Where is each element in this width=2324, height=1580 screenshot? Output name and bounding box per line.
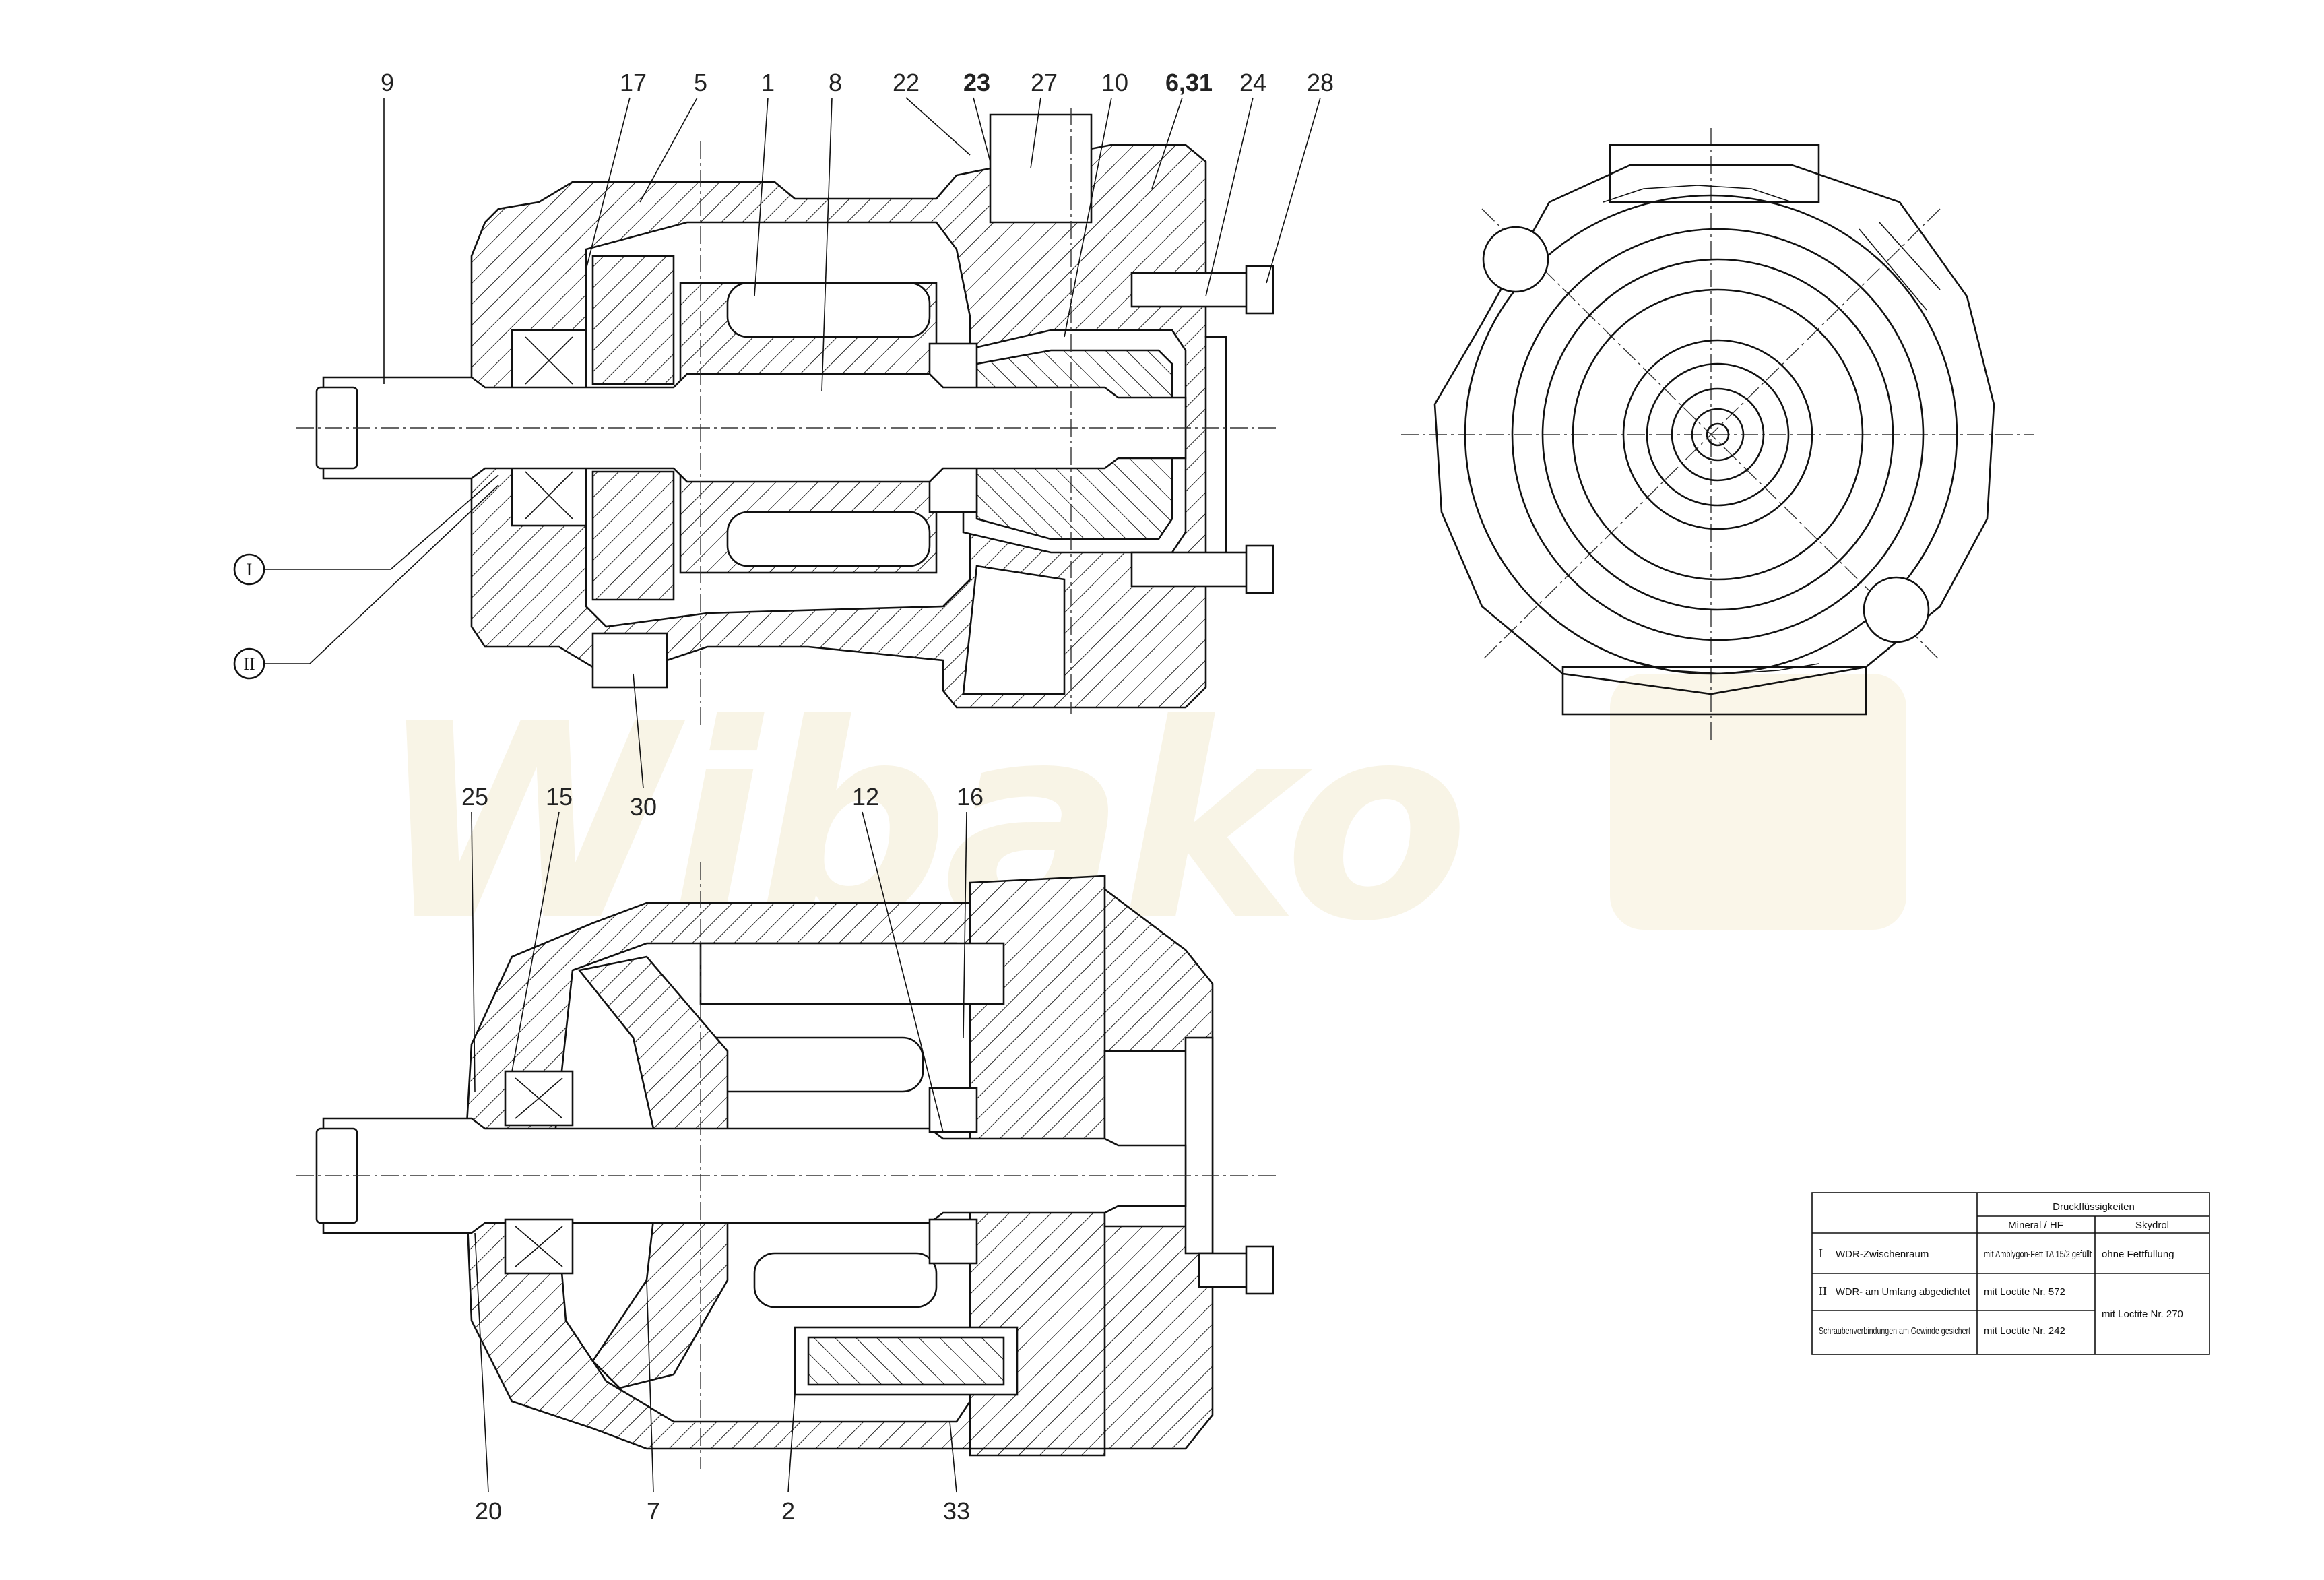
end-view-outline [1433, 164, 1995, 695]
callout-22: 22 [893, 69, 919, 96]
callout-12: 12 [852, 783, 879, 811]
callout-24: 24 [1239, 69, 1266, 96]
detail-marker-II-label: II [243, 654, 255, 674]
end-view [1401, 128, 2034, 741]
callout-33: 33 [943, 1497, 970, 1525]
bottom-piston-lower [753, 1252, 938, 1308]
callout-5: 5 [694, 69, 707, 96]
end-view-bolt-hole-lower [1863, 576, 1930, 643]
legend-row-2-label: WDR- am Umfang abgedichtet [1836, 1286, 1971, 1298]
callout-28: 28 [1307, 69, 1334, 96]
callout-1: 1 [761, 69, 775, 96]
detail-marker-I-label: I [247, 560, 253, 579]
callout-6-31: 6,31 [1165, 69, 1213, 96]
legend-col-skydrol: Skydrol [2135, 1220, 2169, 1231]
legend-row-1-label: WDR-Zwischenraum [1836, 1249, 1929, 1260]
callout-23: 23 [963, 69, 990, 96]
legend-header: Druckflüssigkeiten [2053, 1201, 2135, 1213]
legend-row-1-marker: I [1819, 1246, 1823, 1260]
top-bolt-lower [1130, 551, 1254, 588]
legend-row-2-skydrol: mit Loctite Nr. 270 [2102, 1308, 2183, 1320]
bottom-leader-lines [471, 811, 967, 1493]
top-section-view: I II [233, 108, 1280, 728]
end-view-bolt-hole-upper [1482, 226, 1549, 293]
legend-table: Druckflüssigkeiten Mineral / HF Skydrol … [1811, 1192, 2210, 1355]
top-bottom-port [591, 632, 668, 689]
callout-9: 9 [381, 69, 394, 96]
top-leader-lines [383, 97, 1321, 789]
legend-col-mineral: Mineral / HF [2008, 1220, 2063, 1231]
top-bolt-upper [1130, 272, 1254, 308]
callout-10: 10 [1101, 69, 1128, 96]
callout-15: 15 [546, 783, 573, 811]
top-piston-lower [726, 511, 931, 567]
callout-30: 30 [630, 793, 657, 821]
callout-27: 27 [1031, 69, 1058, 96]
callout-17: 17 [620, 69, 647, 96]
callout-25: 25 [461, 783, 488, 811]
top-callouts: 9 17 5 1 8 22 23 27 10 6,31 24 28 30 [381, 69, 1334, 821]
legend-row-3-mineral: mit Loctite Nr. 242 [1984, 1325, 2065, 1337]
bottom-callouts: 25 15 12 16 20 7 2 33 [461, 783, 983, 1525]
callout-16: 16 [957, 783, 983, 811]
legend-row-1-skydrol: ohne Fettfullung [2102, 1249, 2174, 1260]
legend-row-1-mineral: mit Amblygon-Fett TA 15/2 gefüllt [1984, 1249, 2092, 1260]
bottom-control-rod [699, 942, 1005, 1005]
legend-row-2-mineral: mit Loctite Nr. 572 [1984, 1286, 2065, 1298]
legend-row-3-label: Schraubenverbindungen am Gewinde gesiche… [1819, 1325, 1971, 1337]
bottom-side-bolt [1198, 1252, 1254, 1288]
callout-7: 7 [647, 1497, 660, 1525]
callout-20: 20 [475, 1497, 502, 1525]
bottom-section-view [296, 862, 1280, 1469]
callout-2: 2 [781, 1497, 795, 1525]
top-piston-upper [726, 282, 931, 338]
legend-row-2-marker: II [1819, 1284, 1827, 1298]
callout-8: 8 [829, 69, 842, 96]
